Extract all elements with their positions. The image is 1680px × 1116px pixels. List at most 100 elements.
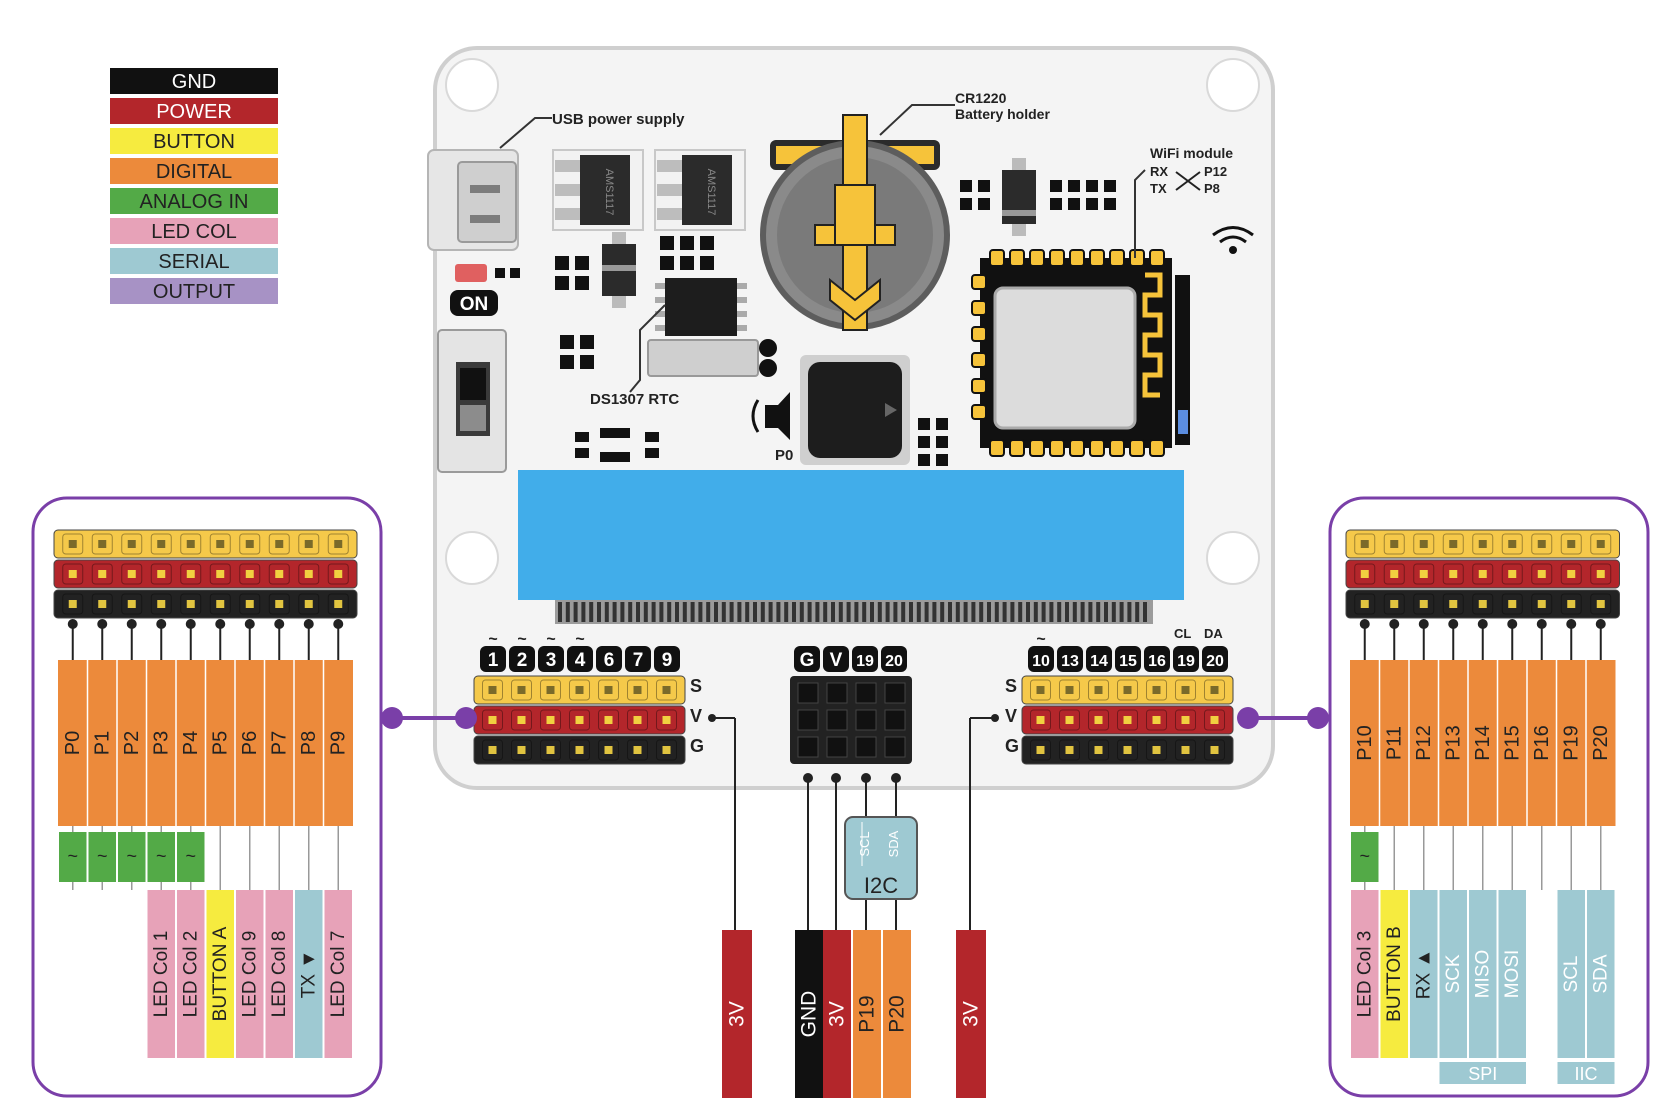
battery-holder-icon [760,114,950,331]
wifi-module-pads [971,249,1165,457]
wifi-p12-label: P12 [1204,164,1227,179]
pin-number-text: 19 [856,653,874,670]
wifi-signal-icon [1212,226,1254,254]
pin-number-badge [654,646,680,672]
analog-tilde: ~ [488,631,497,648]
pin-number-badge [794,646,820,672]
legend-swatch-2 [110,128,278,154]
legend-label-6: SERIAL [158,251,229,273]
pin-number-badge [567,646,593,672]
mid-3v-bar [823,930,851,1098]
pin-number-text: 15 [1119,653,1137,670]
wifi-tx-label: TX [1150,181,1167,196]
function-bar [1498,890,1526,1058]
mount-hole-mid-left [445,531,499,585]
pin-label: P4 [180,731,202,755]
function-bar [324,890,352,1058]
pin-number-text: 20 [1206,653,1224,670]
legend-label-4: ANALOG IN [140,191,249,213]
pin-number-badge [823,646,849,672]
pin-number-badge [480,646,506,672]
legend-label-1: POWER [156,101,232,123]
function-label: LED Col 1 [151,931,172,1018]
battery-label-2: Battery holder [955,106,1050,122]
mid-3v-label: 3V [826,1001,849,1027]
analog-tilde: ~ [97,846,108,866]
function-label: BUTTON B [1384,926,1405,1022]
pin-label: P10 [1354,725,1376,761]
pin-number-badge [625,646,651,672]
gnd-label: GND [798,991,821,1038]
pin-label: P16 [1531,725,1553,761]
on-label: ON [460,294,489,315]
pin-number-badge [596,646,622,672]
pin-number-text: 1 [488,650,499,671]
function-bar [1351,890,1379,1058]
pin-number-text: 2 [517,650,528,671]
pin-number-badge [538,646,564,672]
wifi-module-label: WiFi module [1150,145,1233,161]
rtc-chip-icon [655,278,747,336]
i2c-scl-label: SCL [857,831,872,856]
i2c-sda-label: SDA [886,830,901,857]
usb-port-icon [427,149,519,251]
pin-label: P0 [62,731,84,755]
battery-label-1: CR1220 [955,90,1007,106]
analog-tilde: ~ [546,631,555,648]
function-label: RX ▲ [1413,949,1434,999]
pin-number-text: V [830,650,843,671]
pin-label: P3 [150,731,172,755]
analog-tilde: ~ [517,631,526,648]
legend-swatch-4 [110,188,278,214]
rtc-label: DS1307 RTC [590,391,679,408]
pin-label: P13 [1442,725,1464,761]
pin-label: P11 [1383,726,1405,760]
pin-label: P9 [327,731,349,755]
legend-swatch-3 [110,158,278,184]
analog-marker [59,832,87,882]
diode-2 [1002,158,1036,236]
function-bar [1380,890,1408,1058]
pin-label: P2 [121,731,143,755]
legend-label-3: DIGITAL [156,161,232,183]
legend-label-7: OUTPUT [153,281,235,303]
analog-tilde: ~ [575,631,584,648]
analog-marker [118,832,146,882]
p19-label: P19 [856,995,879,1032]
iic-group-bar [1557,1062,1615,1084]
legend-swatch-0 [110,68,278,94]
function-label: MOSI [1502,950,1523,999]
voltage-regulator-1: AMS1117 [552,149,644,231]
i2c-label: I2C [864,873,898,898]
pin-number-text: 13 [1061,653,1079,670]
pin-number-text: 19 [1177,653,1195,670]
crystal-icon [647,339,777,377]
pin-number-text: 16 [1148,653,1166,670]
pin-number-text: 10 [1032,653,1050,670]
function-label: SDA [1590,954,1611,993]
pin-number-text: G [800,650,815,671]
function-label: LED Col 2 [180,931,201,1018]
regulator-1-text: AMS1117 [603,169,615,216]
legend-swatch-1 [110,98,278,124]
smd-components [555,180,1116,466]
analog-marker [88,832,116,882]
pin-label: P14 [1472,725,1494,761]
analog-marker [147,832,175,882]
pin-number-text: 9 [662,650,673,671]
pin-number-text: 14 [1090,653,1108,670]
right-da-label: DA [1204,626,1223,641]
p20-bar [883,930,911,1098]
power-led-icon [455,264,487,282]
pin-label: P12 [1413,725,1435,761]
right-cl-label: CL [1174,626,1191,641]
bottom-wire-labels: SCL SDA I2C 3V GND 3V P19 P20 3V [708,714,999,1098]
voltage-regulator-2: AMS1117 [654,149,746,231]
legend-swatch-6 [110,248,278,274]
function-bar [1410,890,1438,1058]
pin-number-text: 3 [546,650,557,671]
right-row-g-label: G [1005,736,1019,756]
left-3v-bar [722,930,752,1098]
